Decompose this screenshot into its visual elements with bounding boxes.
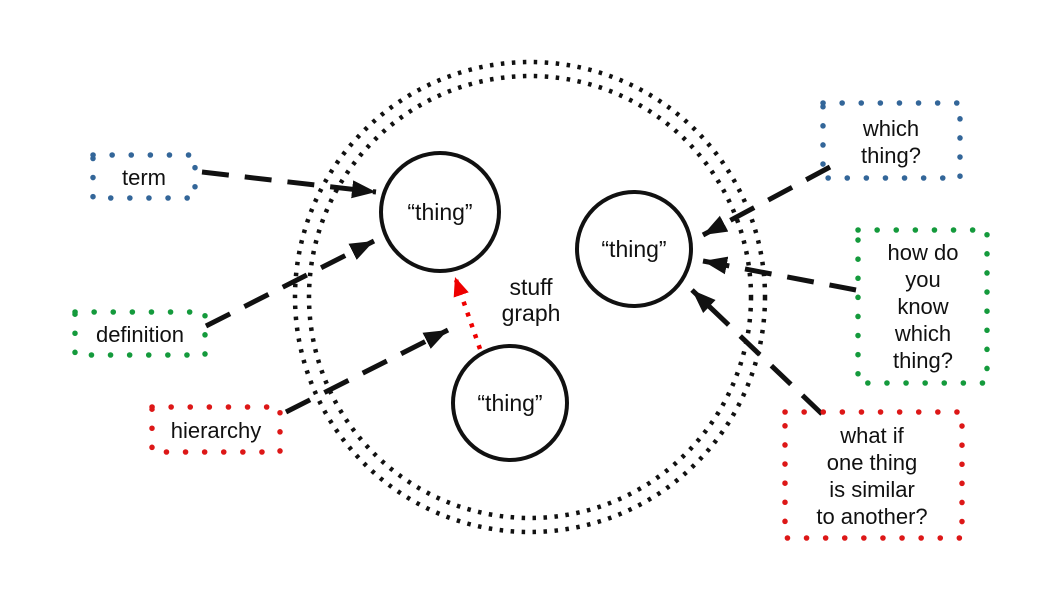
node-thing-right-circle <box>575 190 693 308</box>
label-box-how-know-border <box>855 227 990 386</box>
arrow-hierarchy-to-graph <box>284 327 450 415</box>
label-box-hierarchy: hierarchy <box>149 404 283 455</box>
label-box-term-border <box>90 152 198 201</box>
label-box-how-know-line-1: how do <box>888 240 959 265</box>
arrow-which-thing-to-node <box>701 164 832 238</box>
label-box-similar-line-4: to another? <box>816 504 927 529</box>
graph-boundary <box>292 59 768 535</box>
graph-title-line-2: graph <box>502 300 561 326</box>
arrow-how-know-to-node <box>702 256 857 293</box>
label-box-term: term <box>90 152 198 201</box>
label-box-definition-text: definition <box>96 322 184 347</box>
label-box-which-thing: which thing? <box>820 100 963 181</box>
label-box-how-know-line-4: which <box>894 321 951 346</box>
graph-title: stuff graph <box>502 274 561 326</box>
annotation-arrows <box>201 164 857 416</box>
label-box-similar: what if one thing is similar to another? <box>782 409 965 541</box>
label-box-which-thing-border <box>820 100 963 181</box>
label-box-how-know-line-2: you <box>905 267 940 292</box>
graph-boundary-inner-ring <box>306 73 754 521</box>
node-thing-bottom-label: “thing” <box>477 390 542 416</box>
node-thing-bottom-circle <box>451 344 569 462</box>
label-box-hierarchy-border <box>149 404 283 455</box>
label-box-similar-line-2: one thing <box>827 450 918 475</box>
label-box-definition: definition <box>72 309 208 358</box>
label-box-how-know-line-5: thing? <box>893 348 953 373</box>
label-box-similar-line-3: is similar <box>829 477 915 502</box>
arrow-similarity-link <box>452 276 483 350</box>
label-box-which-thing-line-2: thing? <box>861 143 921 168</box>
label-box-similar-line-1: what if <box>839 423 904 448</box>
label-box-how-know: how do you know which thing? <box>855 227 990 386</box>
arrow-term-to-node <box>201 169 377 199</box>
arrow-similar-to-node <box>690 288 824 416</box>
node-thing-right-label: “thing” <box>601 236 666 262</box>
graph-boundary-outer-ring <box>292 59 768 535</box>
label-box-hierarchy-text: hierarchy <box>171 418 261 443</box>
node-thing-top-left: “thing” <box>379 151 501 273</box>
graph-title-line-1: stuff <box>509 274 553 300</box>
node-thing-top-left-circle <box>379 151 501 273</box>
label-box-which-thing-line-1: which <box>862 116 919 141</box>
node-thing-top-left-label: “thing” <box>407 199 472 225</box>
label-box-definition-border <box>72 309 208 358</box>
node-thing-bottom: “thing” <box>451 344 569 462</box>
node-thing-right: “thing” <box>575 190 693 308</box>
label-box-term-text: term <box>122 165 166 190</box>
arrow-definition-to-node <box>204 238 376 329</box>
label-box-how-know-line-3: know <box>897 294 948 319</box>
